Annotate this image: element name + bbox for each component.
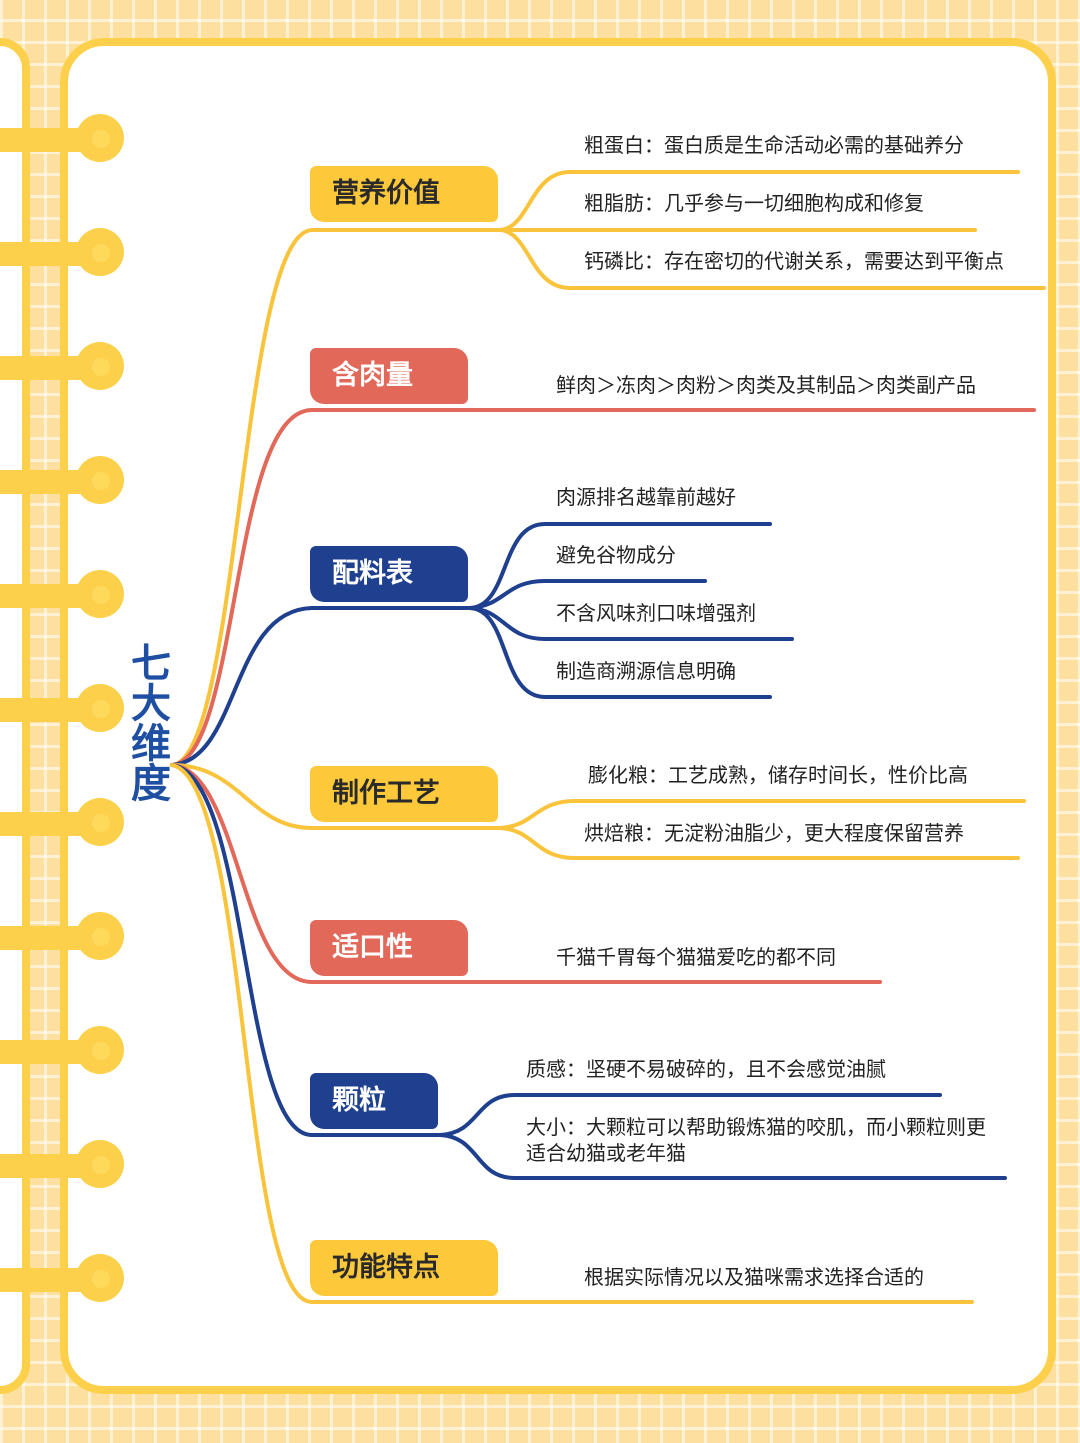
node-nutrition: 营养价值 — [310, 166, 498, 222]
connector-branch-1 — [170, 228, 314, 767]
leaf-text: 根据实际情况以及猫咪需求选择合适的 — [584, 1265, 924, 1289]
ring-icon — [0, 114, 124, 166]
notebook-page — [60, 38, 1056, 1394]
node-process: 制作工艺 — [310, 766, 498, 822]
ring-icon — [0, 798, 124, 850]
ring-icon — [0, 1026, 124, 1078]
leaf-text: 肉源排名越靠前越好 — [556, 485, 736, 509]
leaf-text: 粗脂肪：几乎参与一切细胞构成和修复 — [584, 191, 924, 215]
connector-branch-7 — [170, 763, 314, 1304]
connector-branch-4 — [170, 763, 314, 830]
leaf-text: 避免谷物成分 — [556, 543, 676, 567]
leaf-text: 不含风味剂口味增强剂 — [556, 601, 756, 625]
connector-branch-5 — [170, 763, 314, 984]
ring-icon — [0, 342, 124, 394]
node-ingredients: 配料表 — [310, 546, 468, 602]
ring-icon — [0, 684, 124, 736]
node-function: 功能特点 — [310, 1240, 498, 1296]
ring-icon — [0, 456, 124, 508]
ring-icon — [0, 1254, 124, 1306]
ring-icon — [0, 228, 124, 280]
node-kibble: 颗粒 — [310, 1073, 438, 1129]
leaf-text: 鲜肉＞冻肉＞肉粉＞肉类及其制品＞肉类副产品 — [556, 373, 976, 397]
leaf-text: 千猫千胃每个猫猫爱吃的都不同 — [556, 945, 836, 969]
leaf-text: 烘焙粮：无淀粉油脂少，更大程度保留营养 — [584, 821, 964, 845]
ring-icon — [0, 570, 124, 622]
mindmap-title: 七大维度 — [124, 642, 170, 802]
leaf-text: 钙磷比：存在密切的代谢关系，需要达到平衡点 — [584, 249, 1004, 273]
leaf-text: 粗蛋白：蛋白质是生命活动必需的基础养分 — [584, 133, 964, 157]
leaf-text: 大小：大颗粒可以帮助锻炼猫的咬肌，而小颗粒则更适合幼猫或老年猫 — [526, 1115, 986, 1165]
leaf-text: 膨化粮：工艺成熟，储存时间长，性价比高 — [588, 763, 968, 787]
connector-branch-3 — [170, 606, 314, 767]
leaf-text: 质感：坚硬不易破碎的，且不会感觉油腻 — [526, 1057, 886, 1081]
connector-branch-6 — [170, 763, 314, 1137]
ring-icon — [0, 912, 124, 964]
node-palatability: 适口性 — [310, 920, 468, 976]
node-meat-content: 含肉量 — [310, 348, 468, 404]
ring-icon — [0, 1140, 124, 1192]
connector-branch-2 — [170, 408, 314, 767]
leaf-text: 制造商溯源信息明确 — [556, 659, 736, 683]
